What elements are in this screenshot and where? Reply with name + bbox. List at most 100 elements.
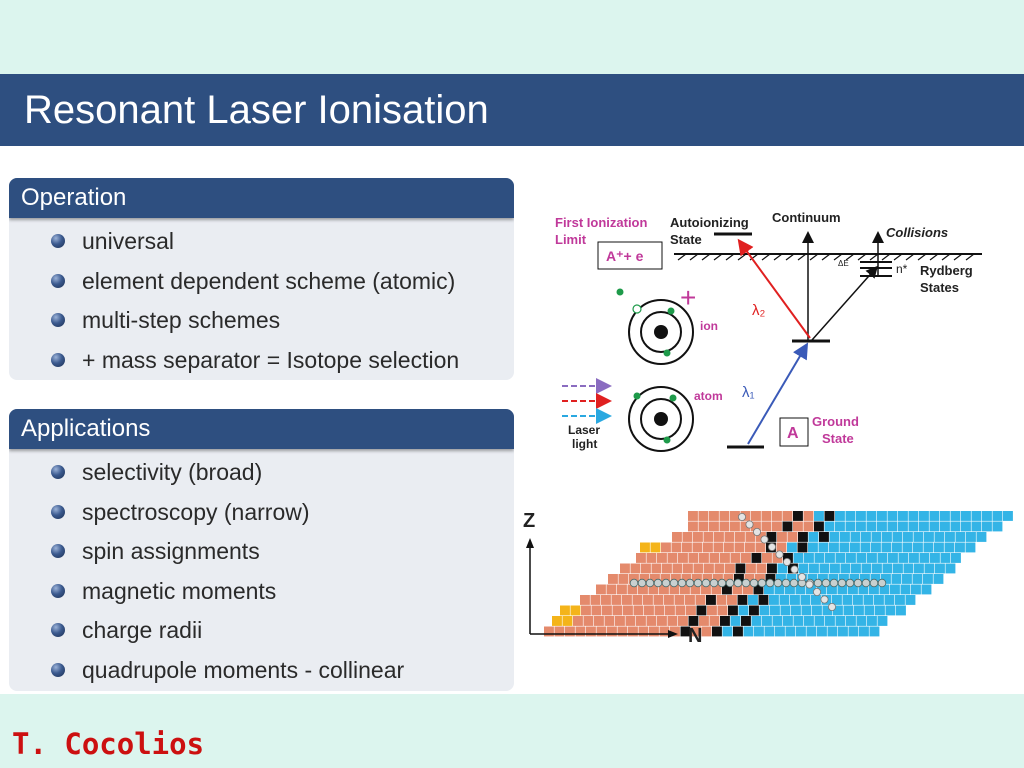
- isotope-bead: [753, 528, 762, 537]
- ion-box: [597, 241, 663, 270]
- nuclide-cell: [854, 605, 864, 616]
- isotope-bead: [775, 550, 784, 559]
- nuclide-cell: [749, 605, 759, 616]
- nuclide-cell: [908, 511, 919, 521]
- nuclide-cell: [846, 553, 856, 563]
- nuclide-cell: [859, 626, 869, 637]
- nuclide-cell: [896, 605, 906, 616]
- nuclide-cell: [777, 563, 788, 574]
- nuclide-cell: [753, 584, 764, 595]
- nuclide-cell: [786, 574, 797, 584]
- nuclide-cell: [800, 595, 811, 605]
- nuclide-cell: [777, 532, 787, 542]
- nuclide-cell: [659, 626, 670, 637]
- rydberg-excitation-arrow: [811, 265, 878, 341]
- nuclide-cell: [709, 553, 720, 563]
- isotope-bead: [783, 558, 792, 567]
- nuclide-cell: [594, 616, 604, 626]
- nuclide-cell: [950, 521, 961, 532]
- nuclide-cell: [636, 616, 646, 626]
- ion-electron: [667, 307, 675, 315]
- nuclide-cell: [722, 584, 732, 595]
- nuclide-cell: [654, 605, 665, 616]
- shell-bead: [677, 578, 687, 588]
- nuclide-cell: [814, 521, 824, 532]
- nuclide-cell: [801, 605, 812, 616]
- shell-bead: [845, 578, 855, 588]
- nuclide-cell: [691, 626, 701, 637]
- nuclide-cell: [575, 626, 586, 637]
- ion-box-label: A⁺+ e: [606, 248, 644, 264]
- nuclide-cell: [730, 553, 741, 563]
- continuum-label: Continuum: [772, 210, 841, 225]
- n-axis-arrowhead: [668, 630, 678, 638]
- nuclide-cell: [738, 605, 749, 616]
- atom-electron: [663, 436, 671, 444]
- nuclide-cell: [824, 511, 835, 521]
- bullet-icon: [51, 313, 65, 328]
- nuclide-cell: [811, 595, 821, 605]
- nuclide-cell: [711, 584, 722, 595]
- nuclide-cell: [840, 563, 851, 574]
- nuclide-cell: [835, 553, 846, 563]
- nuclide-cell: [590, 595, 601, 605]
- nuclide-cell: [772, 553, 783, 563]
- nuclide-cell: [728, 605, 738, 616]
- nuclide-cell: [891, 574, 902, 584]
- nuclide-cell: [806, 626, 817, 637]
- shell-bead: [669, 578, 679, 588]
- operation-list: universal element dependent scheme (atom…: [9, 218, 514, 380]
- shell-bead: [757, 578, 767, 588]
- slide-content: Operation universal element dependent sc…: [0, 146, 1024, 694]
- nuclide-cell: [779, 595, 790, 605]
- nuclide-cell: [976, 532, 987, 542]
- nuclide-cell: [570, 605, 581, 616]
- nuclide-cell: [615, 616, 625, 626]
- nuclide-cell: [992, 511, 1003, 521]
- nuclide-cell: [670, 626, 680, 637]
- nuclide-cells: [544, 511, 1013, 637]
- nuclide-cell: [911, 584, 921, 595]
- nuclide-cell: [818, 542, 829, 553]
- nuclide-cell: [630, 563, 641, 574]
- nuclide-cell: [665, 605, 675, 616]
- nuclide-cell: [639, 574, 650, 584]
- nuclide-cell: [903, 563, 914, 574]
- item-text: spectroscopy (narrow): [82, 498, 310, 525]
- nuclide-cell: [732, 584, 743, 595]
- nuclide-cell: [793, 553, 804, 563]
- nuclide-cell: [703, 542, 713, 553]
- atom-nucleus: [654, 412, 668, 426]
- nuclide-cell: [681, 574, 692, 584]
- nuclide-cell: [636, 553, 646, 563]
- nuclide-cell: [672, 532, 682, 542]
- nuclide-cell: [923, 542, 934, 553]
- nuclide-cell: [724, 542, 734, 553]
- atom-electron: [633, 392, 641, 400]
- nuclide-cell: [797, 542, 808, 553]
- nuclide-cell: [798, 532, 808, 542]
- ion-nucleus: [654, 325, 668, 339]
- nuclide-cell: [791, 605, 801, 616]
- nuclide-cell: [902, 574, 912, 584]
- light-label: light: [572, 437, 597, 451]
- nuclide-cell: [930, 553, 940, 563]
- nuclide-cell: [643, 595, 653, 605]
- nuclide-cell: [688, 511, 698, 521]
- free-electron: [616, 288, 624, 296]
- ion-label: ion: [700, 319, 718, 333]
- rydberg-label: Rydberg: [920, 263, 973, 278]
- nuclide-cell: [809, 563, 819, 574]
- nuclide-cell: [888, 553, 898, 563]
- nuclide-cell: [709, 521, 719, 532]
- shell-bead: [661, 578, 671, 588]
- nuclide-cell: [544, 626, 554, 637]
- nuclide-cell: [704, 563, 714, 574]
- hatch-marks: [677, 253, 975, 261]
- nuclide-cell: [725, 563, 735, 574]
- nuclide-cell: [713, 574, 723, 584]
- nuclide-cell: [719, 511, 730, 521]
- nuclide-cell: [602, 605, 612, 616]
- shell-bead: [741, 578, 751, 588]
- shell-bead: [637, 578, 647, 588]
